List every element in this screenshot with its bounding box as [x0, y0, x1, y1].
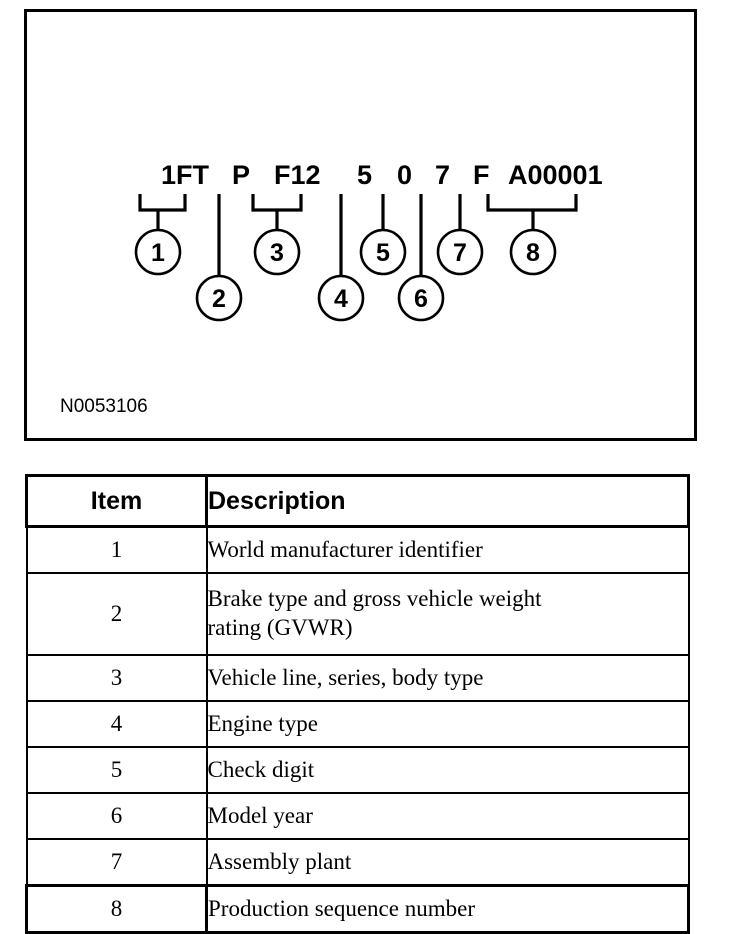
callout-circle-3 — [253, 228, 301, 276]
vin-segment-text-3: F12 — [274, 160, 321, 190]
row-description-line: Brake type and gross vehicle weight — [207, 586, 542, 612]
row-description: Vehicle line, series, body type — [205, 654, 690, 702]
row-item-number: 6 — [25, 792, 208, 840]
vin-segment-text-1: 1FT — [161, 160, 210, 190]
callout-circle-2 — [195, 274, 243, 322]
row-item-number: 7 — [25, 838, 208, 887]
callout-number-7: 7 — [453, 239, 467, 267]
table-row: 8 Production sequence number — [25, 884, 690, 934]
vin-breakdown-figure: 1FT P F12 5 0 7 F A00001 1 2 3 4 5 6 — [60, 160, 603, 417]
vin-segment-text-6: 7 — [435, 160, 450, 190]
row-item-number: 2 — [25, 572, 208, 656]
callout-number-5: 5 — [376, 239, 390, 267]
table-row: 7 Assembly plant — [25, 838, 690, 887]
callout-circle-5 — [359, 228, 407, 276]
row-description: Assembly plant — [205, 838, 690, 887]
callout-number-1: 1 — [151, 239, 165, 267]
table-row: 3 Vehicle line, series, body type — [25, 654, 690, 702]
row-description: Check digit — [205, 746, 690, 794]
legend-table-body: 1 World manufacturer identifier 2 Brake … — [25, 525, 690, 934]
vin-bracket-1 — [138, 194, 187, 212]
row-description: World manufacturer identifier — [205, 525, 690, 574]
callout-number-4: 4 — [334, 285, 348, 313]
callout-circle-8 — [509, 228, 557, 276]
column-header-description: Description — [205, 474, 690, 528]
row-item-number: 1 — [25, 525, 208, 574]
callout-number-8: 8 — [526, 239, 540, 267]
row-description: Engine type — [205, 700, 690, 748]
row-item-number: 8 — [25, 884, 208, 934]
vin-segment-text-7: F — [473, 160, 490, 190]
vin-bracket-3 — [251, 194, 303, 212]
row-description: Brake type and gross vehicle weight rati… — [205, 572, 690, 656]
figure-id-label: N0053106 — [60, 396, 148, 417]
callout-circle-4 — [317, 274, 365, 322]
callout-number-3: 3 — [270, 239, 284, 267]
row-item-number: 4 — [25, 700, 208, 748]
callout-circle-1 — [134, 228, 182, 276]
vin-segment-text-2: P — [232, 160, 250, 190]
row-description: Model year — [205, 792, 690, 840]
table-row: 4 Engine type — [25, 700, 690, 748]
vin-diagram-panel: 1FT P F12 5 0 7 F A00001 1 2 3 4 5 6 — [24, 9, 697, 441]
vin-segment-text-5: 0 — [397, 160, 412, 190]
callout-circle-7 — [436, 228, 484, 276]
vin-segment-text-4: 5 — [357, 160, 372, 190]
vin-segment-text-8: A00001 — [508, 160, 603, 190]
vin-legend-table: Item Description 1 World manufacturer id… — [25, 474, 690, 934]
callout-circle-6 — [397, 274, 445, 322]
table-row: 1 World manufacturer identifier — [25, 525, 690, 574]
table-row: 2 Brake type and gross vehicle weight ra… — [25, 572, 690, 656]
callout-number-6: 6 — [414, 285, 428, 313]
column-header-item: Item — [25, 474, 208, 528]
vin-bracket-8 — [486, 194, 578, 212]
callout-number-2: 2 — [212, 285, 226, 313]
row-item-number: 5 — [25, 746, 208, 794]
table-row: 6 Model year — [25, 792, 690, 840]
table-row: 5 Check digit — [25, 746, 690, 794]
row-item-number: 3 — [25, 654, 208, 702]
row-description-line: rating (GVWR) — [207, 615, 353, 640]
legend-table-head: Item Description — [25, 474, 690, 528]
row-description: Production sequence number — [205, 884, 690, 934]
legend-header-row: Item Description — [25, 474, 690, 528]
